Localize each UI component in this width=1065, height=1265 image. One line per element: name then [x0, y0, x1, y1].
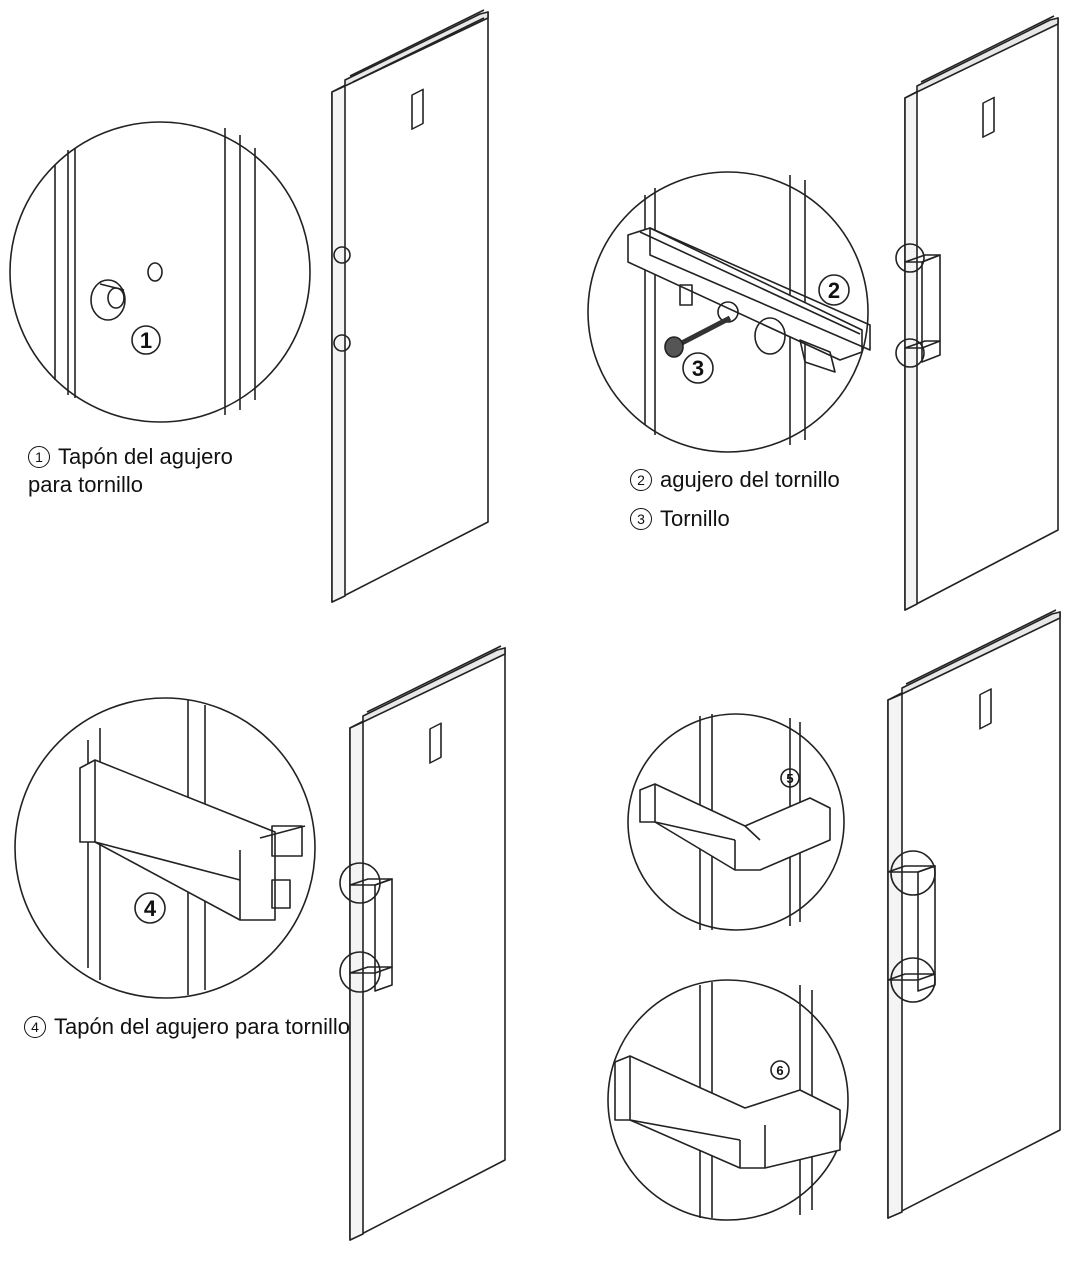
caption-step2-hole: 2 agujero del tornillo	[630, 466, 840, 494]
door-step2	[895, 15, 1059, 611]
callout-marker-step4-top	[780, 768, 800, 788]
detail-circle-step1	[9, 121, 311, 423]
callout-number-5: 5	[786, 771, 793, 786]
caption-step1-line1: Tapón del agujero	[58, 444, 233, 469]
callout-marker-step2-hole	[818, 274, 850, 306]
callout-marker-step1	[131, 325, 161, 355]
caption-number-3: 3	[630, 508, 652, 530]
detail-circle-step3	[14, 697, 316, 999]
caption-step1: 1 Tapón del agujero para tornillo	[28, 443, 233, 499]
door-step3	[339, 645, 506, 1241]
caption-number-2: 2	[630, 469, 652, 491]
callout-marker-step2-screw	[682, 352, 714, 384]
detail-circle-step2	[587, 171, 871, 453]
callout-number-1: 1	[140, 328, 152, 353]
caption-step2-hole-text: agujero del tornillo	[660, 467, 840, 492]
callout-number-3: 3	[692, 356, 704, 381]
caption-step2-screw-text: Tornillo	[660, 506, 730, 531]
callout-marker-step3	[134, 892, 166, 924]
detail-circle-step4-bottom	[607, 979, 849, 1221]
caption-step3-text: Tapón del agujero para tornillo	[54, 1014, 350, 1039]
callout-number-2: 2	[828, 278, 840, 303]
panel-step1	[9, 9, 489, 603]
panel-step2	[587, 15, 1059, 611]
caption-number-4: 4	[24, 1016, 46, 1038]
door-step1	[331, 9, 489, 603]
caption-step1-line2: para tornillo	[28, 472, 143, 497]
caption-step2-screw: 3 Tornillo	[630, 505, 730, 533]
caption-step3: 4 Tapón del agujero para tornillo	[24, 1013, 350, 1041]
door-step4	[887, 609, 1061, 1219]
callout-marker-step4-bottom	[770, 1060, 790, 1080]
callout-number-4: 4	[144, 896, 157, 921]
callout-number-6: 6	[776, 1063, 783, 1078]
detail-circle-step4-top	[627, 713, 845, 931]
panel-step3	[14, 645, 506, 1241]
caption-number-1: 1	[28, 446, 50, 468]
panel-step4	[607, 609, 1061, 1221]
